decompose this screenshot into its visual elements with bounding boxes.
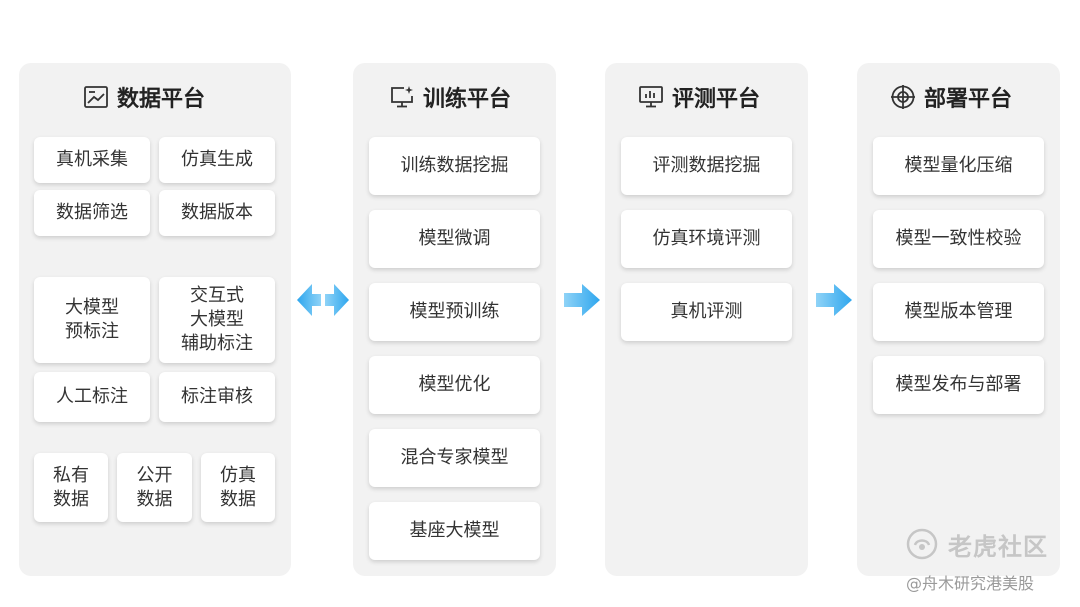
target-icon bbox=[891, 85, 915, 109]
evaluation-platform-title-text: 评测平台 bbox=[672, 87, 761, 112]
data-card-interactive-llm-labeling: 交互式 大模型 辅助标注 bbox=[159, 277, 275, 363]
right-arrow-icon bbox=[564, 284, 600, 316]
data-card-llm-prelabel: 大模型 预标注 bbox=[34, 277, 150, 363]
right-arrow-icon bbox=[816, 284, 852, 316]
train-card-data-mining: 训练数据挖掘 bbox=[369, 137, 540, 195]
data-card-manual-labeling: 人工标注 bbox=[34, 372, 150, 422]
train-card-foundation-model: 基座大模型 bbox=[369, 502, 540, 560]
monitor-spark-icon bbox=[391, 86, 413, 108]
data-card-label-review: 标注审核 bbox=[159, 372, 275, 422]
train-card-optimization: 模型优化 bbox=[369, 356, 540, 414]
eval-card-real-robot: 真机评测 bbox=[621, 283, 792, 341]
data-card-private-data: 私有 数据 bbox=[34, 453, 108, 522]
training-platform-title: 训练平台 bbox=[389, 80, 511, 114]
watermark-sub-text: @舟木研究港美股 bbox=[906, 574, 1035, 593]
deployment-platform-title: 部署平台 bbox=[890, 80, 1012, 114]
deploy-card-release-deploy: 模型发布与部署 bbox=[873, 356, 1044, 414]
double-arrow-icon bbox=[297, 284, 349, 316]
deploy-card-version-management: 模型版本管理 bbox=[873, 283, 1044, 341]
eval-card-sim-environment: 仿真环境评测 bbox=[621, 210, 792, 268]
watermark-logo-icon bbox=[906, 528, 938, 560]
train-card-pretraining: 模型预训练 bbox=[369, 283, 540, 341]
image-frame-icon bbox=[84, 86, 108, 108]
data-card-sim-generation: 仿真生成 bbox=[159, 137, 275, 183]
data-platform-title: 数据平台 bbox=[83, 80, 205, 114]
deploy-card-quantization: 模型量化压缩 bbox=[873, 137, 1044, 195]
data-platform-title-text: 数据平台 bbox=[117, 87, 206, 112]
train-card-mixture-of-experts: 混合专家模型 bbox=[369, 429, 540, 487]
data-card-data-filtering: 数据筛选 bbox=[34, 190, 150, 236]
deploy-card-consistency-check: 模型一致性校验 bbox=[873, 210, 1044, 268]
data-card-real-capture: 真机采集 bbox=[34, 137, 150, 183]
deployment-platform-title-text: 部署平台 bbox=[924, 87, 1013, 112]
training-platform-title-text: 训练平台 bbox=[423, 87, 512, 112]
eval-card-data-mining: 评测数据挖掘 bbox=[621, 137, 792, 195]
train-card-fine-tuning: 模型微调 bbox=[369, 210, 540, 268]
evaluation-platform-title: 评测平台 bbox=[638, 80, 760, 114]
data-card-public-data: 公开 数据 bbox=[117, 453, 192, 522]
data-card-data-version: 数据版本 bbox=[159, 190, 275, 236]
data-card-sim-data: 仿真 数据 bbox=[201, 453, 275, 522]
monitor-chart-icon bbox=[639, 86, 663, 108]
watermark-main-text: 老虎社区 bbox=[948, 533, 1048, 561]
